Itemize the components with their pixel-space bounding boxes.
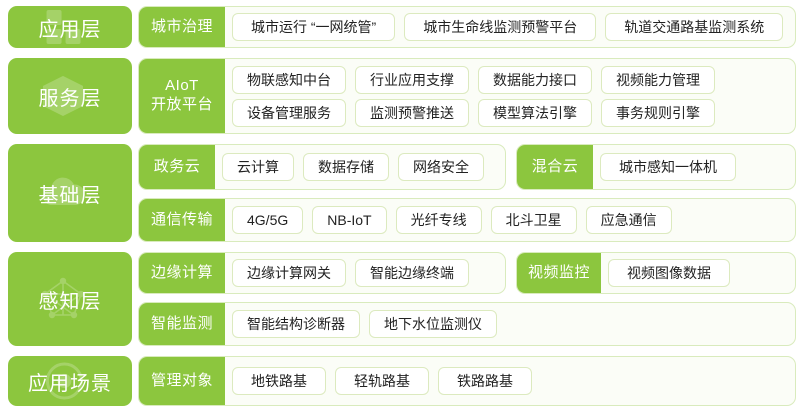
category-label: 政务云 xyxy=(153,157,201,175)
category-government-cloud[interactable]: 政务云 xyxy=(139,145,215,189)
chip-item[interactable]: 设备管理服务 xyxy=(232,98,346,127)
category-aiot-platform[interactable]: AIoT 开放平台 xyxy=(139,59,225,133)
category-label: 城市治理 xyxy=(150,17,213,35)
item-row: 设备管理服务 监测预警推送 模型算法引擎 事务规则引擎 xyxy=(232,98,788,127)
category-video-surveillance[interactable]: 视频监控 xyxy=(517,253,602,293)
chip-item[interactable]: 北斗卫星 xyxy=(490,206,577,234)
panel-hybrid-cloud: 混合云 城市感知一体机 xyxy=(516,144,796,190)
chip-item[interactable]: 物联感知中台 xyxy=(232,65,346,94)
chip-item[interactable]: 数据能力接口 xyxy=(478,65,592,94)
chip-item[interactable]: 模型算法引擎 xyxy=(478,98,592,127)
category-managed-objects[interactable]: 管理对象 xyxy=(139,357,225,405)
chip-item[interactable]: 智能结构诊断器 xyxy=(232,310,360,338)
chip-item[interactable]: 网络安全 xyxy=(398,153,484,181)
layer-label-scenario: 应用场景 xyxy=(28,372,112,395)
category-intelligent-monitoring[interactable]: 智能监测 xyxy=(139,303,225,345)
panel-aiot-platform: AIoT 开放平台 物联感知中台 行业应用支撑 数据能力接口 视频能力管理 设备… xyxy=(138,58,796,134)
panel-video-surveillance: 视频监控 视频图像数据 xyxy=(516,252,796,294)
category-hybrid-cloud[interactable]: 混合云 xyxy=(517,145,593,189)
panel-city-governance: 城市治理 城市运行 “一网统管” 城市生命线监测预警平台 轨道交通路基监测系统 xyxy=(138,6,796,48)
category-label: 智能监测 xyxy=(150,314,213,332)
chip-item[interactable]: 事务规则引擎 xyxy=(601,98,715,127)
layer-card-infrastructure[interactable]: 基础层 xyxy=(8,144,132,242)
layer-card-service[interactable]: 服务层 xyxy=(8,58,132,134)
item-row: 智能结构诊断器 地下水位监测仪 xyxy=(232,310,788,338)
category-label: 管理对象 xyxy=(150,371,213,389)
category-city-governance[interactable]: 城市治理 xyxy=(139,7,225,47)
chip-item[interactable]: 智能边缘终端 xyxy=(355,259,469,287)
chip-item[interactable]: 边缘计算网关 xyxy=(232,259,346,287)
chip-item[interactable]: 轨道交通路基监测系统 xyxy=(605,13,784,41)
items-wrap: 城市运行 “一网统管” 城市生命线监测预警平台 轨道交通路基监测系统 xyxy=(225,7,795,47)
chip-item[interactable]: 视频能力管理 xyxy=(601,65,715,94)
layer-card-application[interactable]: 应用层 xyxy=(8,6,132,48)
category-label-line1: AIoT xyxy=(165,77,199,95)
items-wrap: 4G/5G NB-IoT 光纤专线 北斗卫星 应急通信 xyxy=(225,199,795,241)
panel-government-cloud: 政务云 云计算 数据存储 网络安全 xyxy=(138,144,506,190)
panel-communication: 通信传输 4G/5G NB-IoT 光纤专线 北斗卫星 应急通信 xyxy=(138,198,796,242)
panel-managed-objects: 管理对象 地铁路基 轻轨路基 铁路路基 xyxy=(138,356,796,406)
item-row: 地铁路基 轻轨路基 铁路路基 xyxy=(232,367,788,395)
chip-item[interactable]: 地铁路基 xyxy=(232,367,326,395)
category-edge-computing[interactable]: 边缘计算 xyxy=(139,253,225,293)
chip-item[interactable]: 应急通信 xyxy=(585,206,672,234)
item-row: 视频图像数据 xyxy=(608,259,788,287)
item-row: 4G/5G NB-IoT 光纤专线 北斗卫星 应急通信 xyxy=(232,206,788,234)
chip-item[interactable]: 视频图像数据 xyxy=(608,259,731,287)
category-label: 混合云 xyxy=(531,157,579,175)
panel-area: 城市治理 城市运行 “一网统管” 城市生命线监测预警平台 轨道交通路基监测系统 … xyxy=(138,0,796,414)
category-communication[interactable]: 通信传输 xyxy=(139,199,225,241)
item-row: 城市运行 “一网统管” 城市生命线监测预警平台 轨道交通路基监测系统 xyxy=(232,13,788,41)
layer-column: 应用层 服务层 基础层 xyxy=(8,0,132,414)
category-label: 边缘计算 xyxy=(150,263,213,281)
chip-item[interactable]: 云计算 xyxy=(222,153,294,181)
item-row: 边缘计算网关 智能边缘终端 xyxy=(232,259,498,287)
layer-label-perception: 感知层 xyxy=(38,290,102,313)
items-wrap: 城市感知一体机 xyxy=(593,145,795,189)
chip-item[interactable]: 轻轨路基 xyxy=(335,367,429,395)
panel-intelligent-monitoring: 智能监测 智能结构诊断器 地下水位监测仪 xyxy=(138,302,796,346)
layer-card-perception[interactable]: 感知层 xyxy=(8,252,132,346)
chip-item[interactable]: NB-IoT xyxy=(312,206,387,234)
chip-item[interactable]: 监测预警推送 xyxy=(355,98,469,127)
category-label-line2: 开放平台 xyxy=(150,96,213,113)
item-row: 云计算 数据存储 网络安全 xyxy=(222,153,498,181)
chip-item[interactable]: 光纤专线 xyxy=(395,206,482,234)
chip-item[interactable]: 数据存储 xyxy=(303,153,389,181)
chip-item[interactable]: 城市感知一体机 xyxy=(600,153,736,181)
chip-item[interactable]: 铁路路基 xyxy=(438,367,532,395)
items-wrap: 物联感知中台 行业应用支撑 数据能力接口 视频能力管理 设备管理服务 监测预警推… xyxy=(225,59,795,133)
items-wrap: 视频图像数据 xyxy=(601,253,795,293)
panel-edge-computing: 边缘计算 边缘计算网关 智能边缘终端 xyxy=(138,252,506,294)
chip-item[interactable]: 4G/5G xyxy=(232,206,304,234)
layer-card-scenario[interactable]: 应用场景 xyxy=(8,356,132,406)
item-row: 物联感知中台 行业应用支撑 数据能力接口 视频能力管理 xyxy=(232,65,788,94)
category-label: 通信传输 xyxy=(150,210,213,228)
category-label: 视频监控 xyxy=(528,263,591,281)
chip-item[interactable]: 地下水位监测仪 xyxy=(369,310,497,338)
layer-label-service: 服务层 xyxy=(38,87,102,110)
layer-label-application: 应用层 xyxy=(38,18,102,41)
item-row: 城市感知一体机 xyxy=(600,153,788,181)
items-wrap: 边缘计算网关 智能边缘终端 xyxy=(225,253,505,293)
items-wrap: 地铁路基 轻轨路基 铁路路基 xyxy=(225,357,795,405)
chip-item[interactable]: 城市运行 “一网统管” xyxy=(232,13,396,41)
chip-item[interactable]: 行业应用支撑 xyxy=(355,65,469,94)
chip-item[interactable]: 城市生命线监测预警平台 xyxy=(404,13,597,41)
items-wrap: 云计算 数据存储 网络安全 xyxy=(215,145,505,189)
layer-label-infrastructure: 基础层 xyxy=(38,184,102,207)
items-wrap: 智能结构诊断器 地下水位监测仪 xyxy=(225,303,795,345)
